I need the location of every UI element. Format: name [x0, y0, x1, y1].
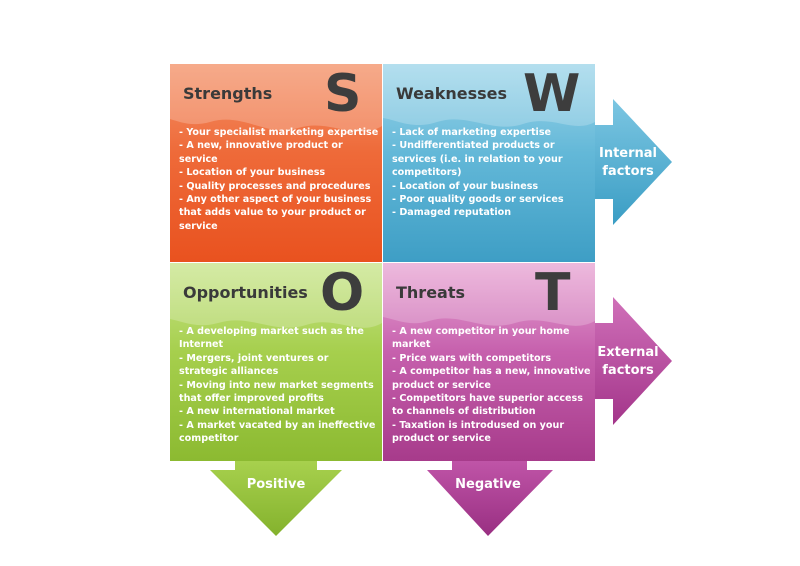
list-item: - Damaged reputation [392, 207, 512, 219]
list-item: - Quality processes and procedures [179, 180, 371, 192]
list-item: - Lack of marketing expertise [392, 127, 552, 138]
quadrant-highlight [383, 64, 595, 127]
internal-factors-label: Internal factors [598, 146, 658, 179]
negative-label: Negative [455, 477, 521, 492]
weaknesses-quadrant: Weaknesses W - Lack of marketing experti… [383, 64, 595, 262]
list-item: - A new, innovative product or service [179, 140, 343, 165]
list-item: - Location of your business [392, 180, 539, 192]
threats-title: Threats [396, 283, 466, 302]
quadrant-highlight [383, 263, 595, 326]
list-item: - Mergers, joint ventures or strategic a… [179, 352, 329, 378]
list-item: - A new competitor in your home market [392, 326, 570, 351]
positive-arrow [210, 460, 342, 536]
weaknesses-letter: W [523, 64, 581, 124]
list-item: - Price wars with competitors [392, 352, 552, 364]
weaknesses-title: Weaknesses [396, 84, 508, 103]
list-item: - Poor quality goods or services [392, 194, 564, 206]
opportunities-letter: O [320, 263, 365, 323]
quadrant-highlight [170, 64, 382, 132]
opportunities-title: Opportunities [183, 283, 308, 302]
negative-arrow [427, 460, 553, 536]
external-factors-label: External factors [597, 345, 659, 378]
list-item: - Your specialist marketing expertise [179, 127, 379, 138]
external-factors-arrow [595, 297, 672, 425]
list-item: - Any other aspect of your business that… [179, 194, 372, 232]
threats-quadrant: Threats T - A new competitor in your hom… [383, 263, 595, 461]
list-item: - Taxation is introdused on your product… [392, 419, 565, 445]
list-item: - Location of your business [179, 167, 326, 179]
threats-letter: T [535, 263, 571, 323]
positive-label: Positive [246, 477, 306, 492]
quadrant-highlight [170, 263, 382, 328]
strengths-title: Strengths [183, 84, 273, 103]
list-item: - Competitors have superior access to ch… [392, 393, 583, 418]
strengths-quadrant: Strengths S - Your specialist marketing … [170, 64, 382, 262]
strengths-letter: S [324, 64, 362, 124]
list-item: - A new international market [179, 406, 335, 418]
strengths-list: - Your specialist marketing expertise - … [179, 126, 379, 233]
weaknesses-list: - Lack of marketing expertise - Undiffer… [392, 126, 592, 220]
opportunities-list: - A developing market such as the Intern… [179, 325, 379, 446]
list-item: - Moving into new market segments that o… [179, 379, 374, 405]
list-item: - A developing market such as the Intern… [179, 326, 364, 351]
list-item: - A competitor has a new, innovative pro… [392, 366, 591, 391]
internal-factors-arrow [595, 99, 672, 225]
threats-list: - A new competitor in your home market -… [392, 325, 592, 446]
list-item: - Undifferentiated products or services … [392, 140, 563, 179]
opportunities-quadrant: Opportunities O - A developing market su… [170, 263, 382, 461]
list-item: - A market vacated by an ineffective com… [179, 419, 376, 445]
